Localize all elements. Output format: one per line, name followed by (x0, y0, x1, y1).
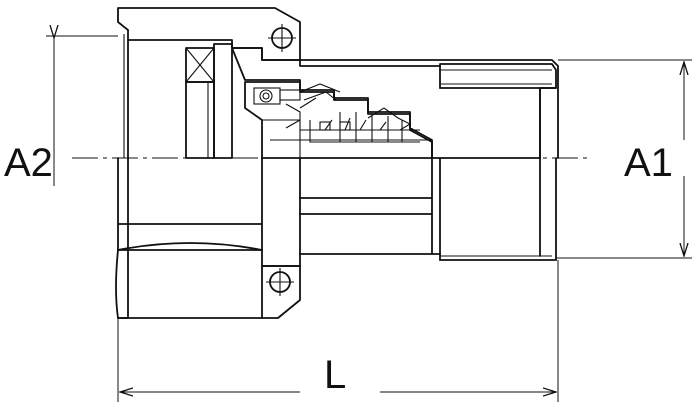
body-exterior (261, 157, 557, 267)
dimension-l: L (117, 260, 559, 402)
dimension-a1: A1 (556, 59, 692, 259)
label-l: L (324, 353, 346, 397)
screw-hole-top (268, 24, 296, 52)
thread-band (439, 65, 557, 159)
seal-ring (185, 43, 233, 159)
screw-hole-bottom (266, 268, 294, 296)
valve-insert (244, 81, 433, 159)
nut-section (117, 7, 301, 159)
body-section (231, 47, 557, 159)
nut-exterior (115, 157, 301, 319)
body-outline-top (299, 59, 559, 159)
label-a1: A1 (624, 141, 673, 185)
dimension-a2: A2 (4, 36, 118, 186)
label-a2: A2 (4, 141, 53, 185)
